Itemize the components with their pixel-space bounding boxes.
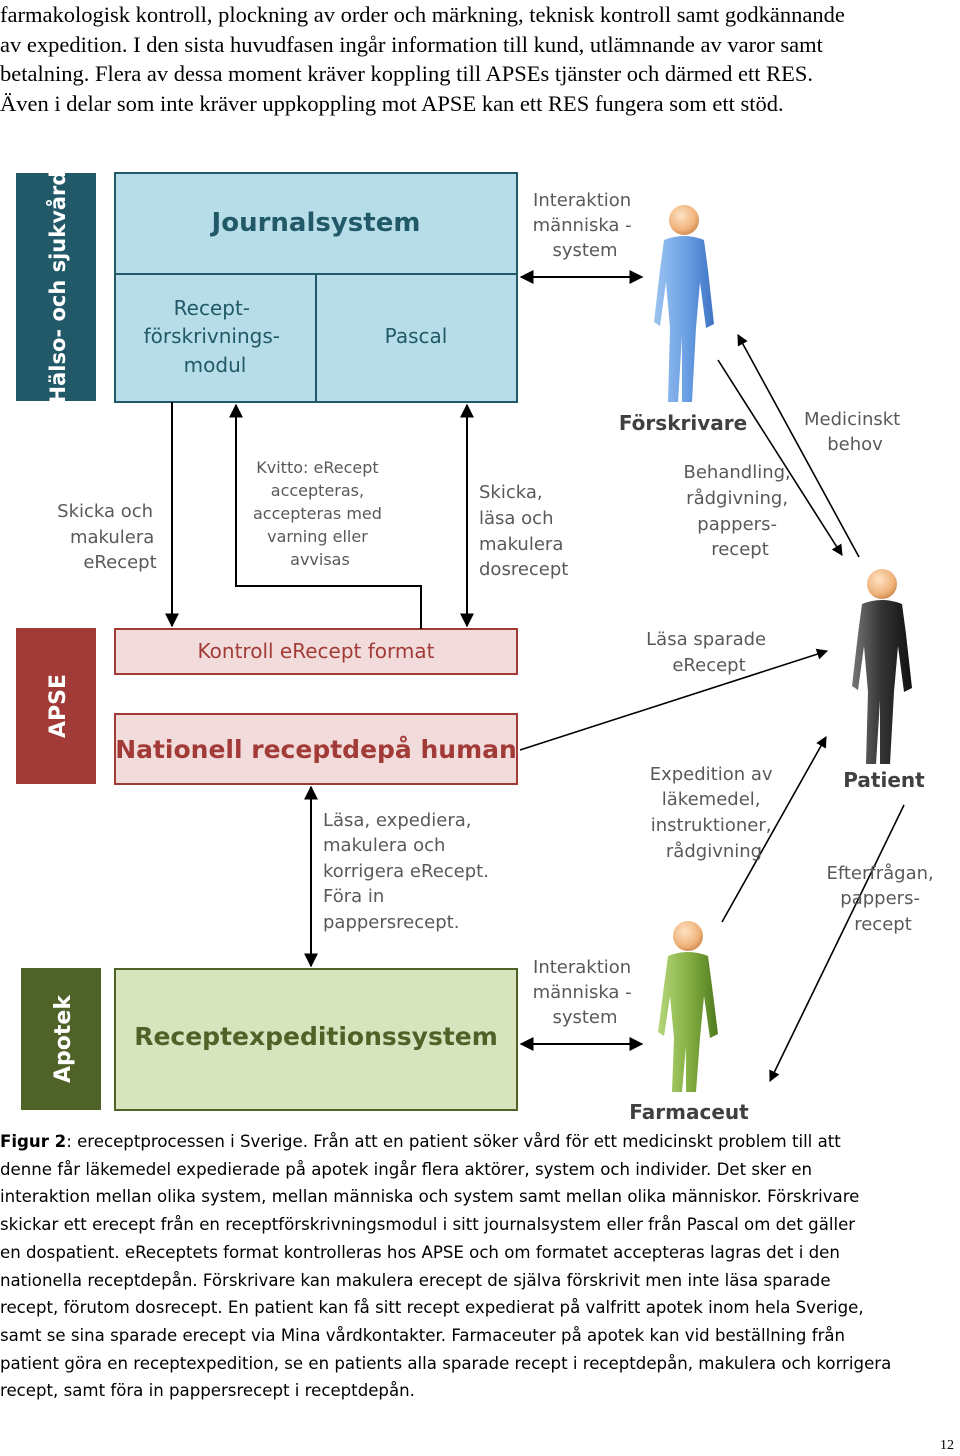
label-behandling: Behandling, rådgivning, pappers- recept (684, 462, 797, 560)
figure-caption: Figur 2: ereceptprocessen i Sverige. Frå… (0, 1128, 960, 1405)
apse-section-bar (16, 628, 96, 784)
apotek-section: Apotek (21, 968, 101, 1110)
page-number: 12 (940, 1438, 954, 1453)
kontroll-erecept-box (114, 628, 518, 675)
nationell-receptdepa-box (114, 713, 518, 785)
figure-label: Figur 2 (0, 1132, 67, 1151)
recept-modul-label: Recept- förskrivnings- modul (144, 296, 287, 377)
health-section-label: Hälso- och sjukvård (45, 171, 70, 404)
journal-system-title: Journalsystem (210, 208, 421, 238)
farmaceut-figure: Farmaceut (629, 921, 749, 1124)
farmaceut-label: Farmaceut (629, 1100, 749, 1124)
person-black-icon (852, 569, 912, 764)
person-green-icon (658, 921, 718, 1092)
label-skicka-lasa-dosrecept: Skicka, läsa och makulera dosrecept (479, 482, 569, 580)
arrow-behandling (717, 359, 843, 556)
apotek-section-bar (21, 968, 101, 1110)
intro-paragraph: farmakologisk kontroll, plockning av ord… (0, 2, 845, 116)
label-kvitto: Kvitto: eRecept accepteras, accepteras m… (253, 458, 387, 569)
health-section: Hälso- och sjukvård (16, 171, 96, 404)
label-interaktion-bottom: Interaktion människa - system (533, 957, 638, 1028)
label-expedition: Expedition av läkemedel, instruktioner, … (650, 764, 779, 862)
person-blue-icon (654, 205, 714, 402)
label-medicinskt-behov: Medicinskt behov (804, 409, 906, 455)
label-lasa-sparade: Läsa sparade eRecept (646, 629, 772, 676)
receptexpedition-label: Receptexpeditionssystem (134, 1022, 498, 1051)
arrow-lasa-sparade (519, 648, 829, 751)
pascal-label: Pascal (385, 324, 448, 348)
arrow-medicinskt-behov (737, 334, 860, 558)
label-interaktion-top: Interaktion människa - system (533, 190, 638, 261)
arrow-kvitto (229, 403, 422, 629)
patient-label: Patient (843, 768, 925, 792)
apotek-section-label: Apotek (51, 994, 76, 1083)
health-section-bar (16, 173, 96, 401)
receptexpedition-box (114, 968, 518, 1111)
arrow-expedition (721, 736, 827, 923)
forskrivare-label: Förskrivare (619, 411, 747, 435)
label-lasa-expediera: Läsa, expediera, makulera och korrigera … (323, 810, 495, 933)
label-skicka-makulera: Skicka och makulera eRecept (57, 501, 160, 573)
kontroll-erecept-label: Kontroll eRecept format (198, 639, 435, 663)
nationell-receptdepa-label: Nationell receptdepå human (115, 735, 517, 764)
journal-system-block: Journalsystem Recept- förskrivnings- mod… (114, 172, 518, 403)
patient-figure: Patient (843, 569, 925, 792)
apse-section: APSE (16, 628, 96, 784)
label-efterfragan: Efterfrågan, pappers- recept (826, 863, 939, 935)
erecept-process-diagram: Hälso- och sjukvård APSE Apotek Journals… (16, 171, 939, 1124)
figure-caption-text: : ereceptprocessen i Sverige. Från att e… (0, 1132, 892, 1401)
arrow-efterfragan (769, 804, 905, 1083)
apse-section-label: APSE (46, 674, 71, 738)
forskrivare-figure: Förskrivare (619, 205, 747, 435)
